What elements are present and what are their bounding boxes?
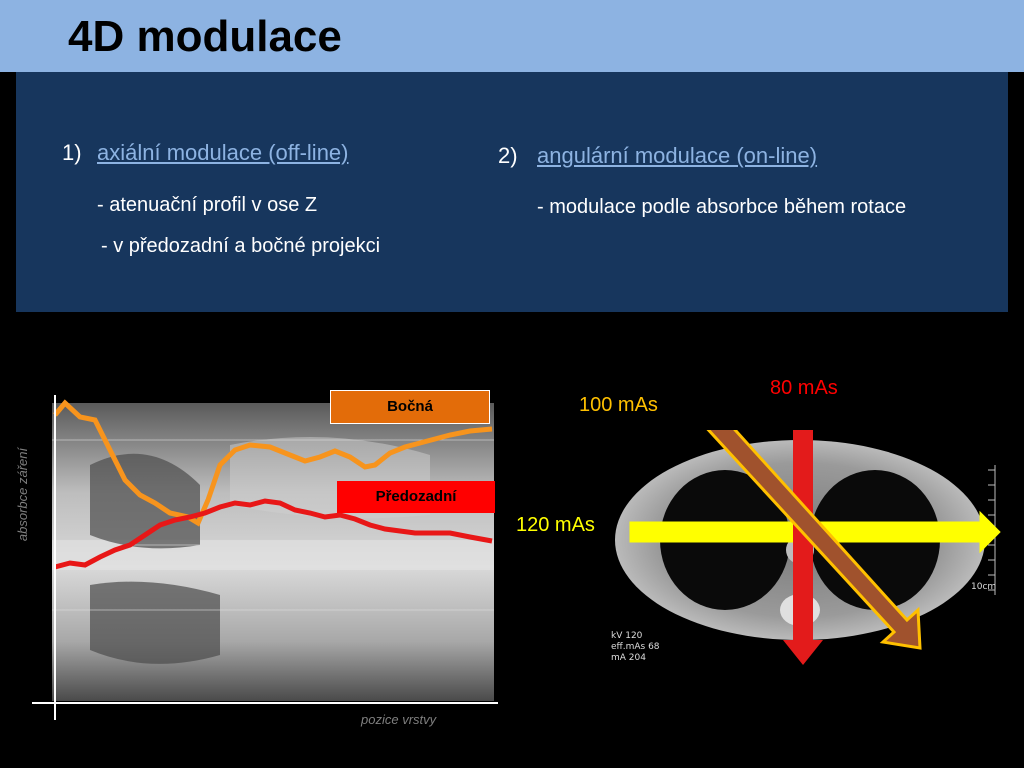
label-80-mas: 80 mAs bbox=[770, 377, 838, 399]
ap-curve bbox=[54, 498, 493, 570]
angular-heading[interactable]: angulární modulace (on-line) bbox=[537, 143, 818, 168]
slide-title: 4D modulace bbox=[68, 12, 342, 61]
ct-slice-figure bbox=[600, 430, 1002, 670]
y-axis-label: absorbce záření bbox=[15, 447, 31, 542]
axial-heading[interactable]: axiální modulace (off-line) bbox=[97, 140, 349, 165]
arrow-80-mas bbox=[783, 430, 823, 665]
lateral-curve bbox=[53, 399, 493, 527]
ct-info-kv: kV 120 bbox=[611, 631, 643, 641]
ct-scale-label: 10cm bbox=[971, 582, 997, 592]
ap-label-box: Předozadní bbox=[337, 481, 495, 513]
content-panel bbox=[16, 72, 1008, 312]
label-100-mas: 100 mAs bbox=[579, 394, 658, 416]
xray-topogram-figure bbox=[32, 395, 498, 720]
x-axis-label: pozice vrstvy bbox=[361, 712, 437, 727]
axial-number: 1) bbox=[62, 140, 82, 165]
axial-bullet-2: - v předozadní a bočné projekci bbox=[101, 235, 381, 257]
lateral-label-box: Bočná bbox=[330, 390, 490, 424]
label-120-mas: 120 mAs bbox=[516, 514, 595, 536]
angular-number: 2) bbox=[498, 143, 518, 168]
ct-info-ma: mA 204 bbox=[611, 653, 646, 663]
title-bar bbox=[0, 0, 1024, 72]
axial-bullet-1: - atenuační profil v ose Z bbox=[97, 194, 318, 216]
ct-info-mas: eff.mAs 68 bbox=[611, 642, 660, 652]
arrow-100-mas bbox=[706, 430, 922, 650]
angular-bullet-1: - modulace podle absorbce během rotace bbox=[537, 196, 907, 218]
